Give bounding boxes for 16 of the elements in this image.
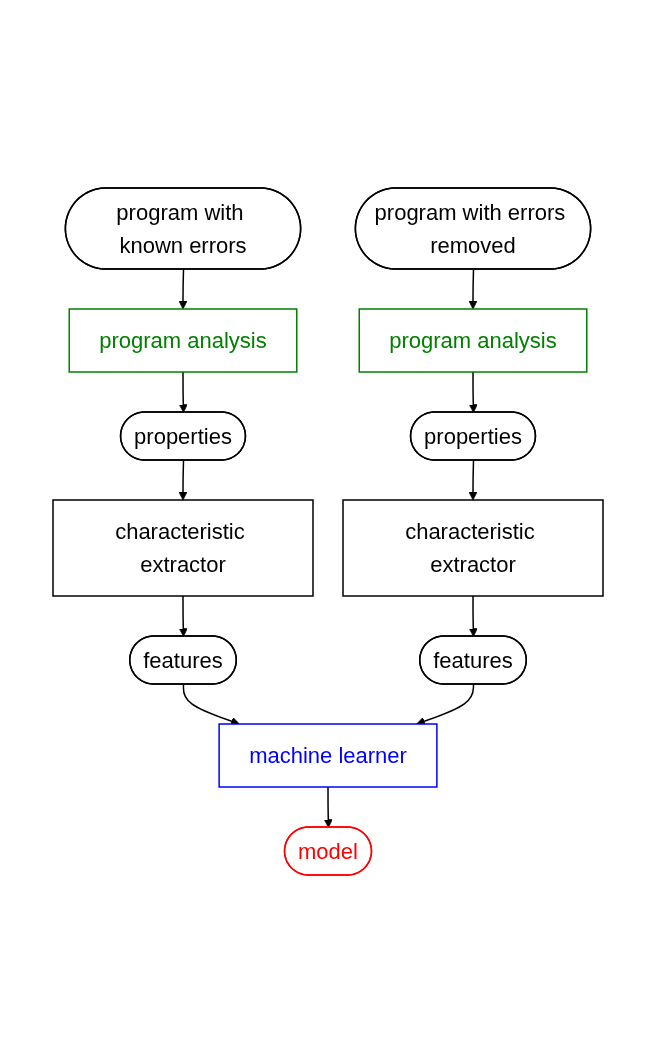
arrow — [468, 268, 478, 310]
arrow — [323, 786, 333, 828]
node-box: characteristic extractor — [342, 499, 604, 597]
arrow — [178, 268, 188, 310]
node-box: machine learner — [218, 723, 438, 788]
arrow — [468, 595, 478, 637]
node-box: characteristic extractor — [52, 499, 314, 597]
arrow — [468, 371, 478, 413]
arrow — [178, 371, 188, 413]
node-box: program analysis — [358, 308, 588, 373]
node-box: program analysis — [68, 308, 298, 373]
arrow — [182, 683, 240, 726]
arrow — [416, 683, 475, 726]
arrow — [178, 595, 188, 637]
arrow — [468, 459, 478, 501]
arrow — [178, 459, 188, 501]
